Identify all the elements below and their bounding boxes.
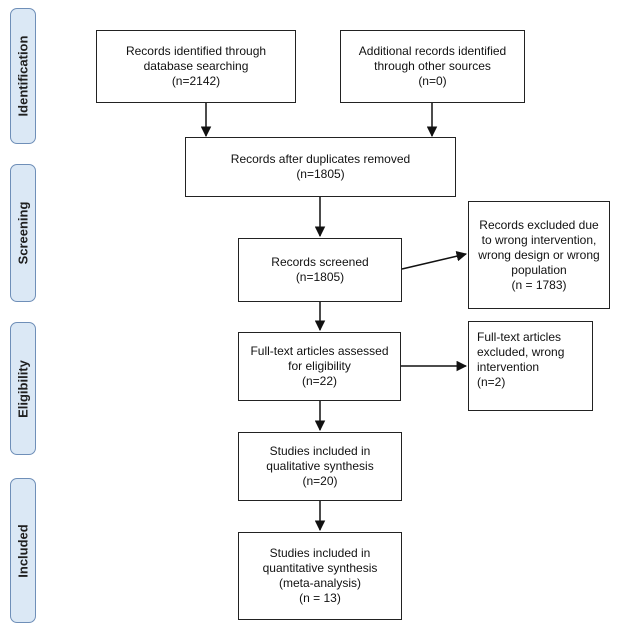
- box-fulltext-excluded: Full-text articles excluded, wrong inter…: [468, 321, 593, 411]
- box-text: Records identified through: [125, 44, 267, 58]
- box-text: database searching: [143, 59, 249, 73]
- box-text: Studies included in: [269, 444, 371, 458]
- box-text: (n=1805): [295, 270, 345, 284]
- box-text: (n=2): [477, 375, 506, 389]
- box-text: excluded, wrong: [477, 345, 565, 359]
- box-text: (n=22): [301, 374, 338, 388]
- box-text: through other sources: [374, 59, 491, 73]
- box-text: (n=2142): [171, 74, 221, 88]
- box-text: Studies included in: [269, 546, 371, 560]
- box-text: (n=20): [302, 474, 338, 488]
- box-text: to wrong intervention,: [481, 232, 597, 247]
- box-quantitative-synthesis: Studies included in quantitative synthes…: [238, 532, 402, 620]
- box-after-duplicates: Records after duplicates removed (n=1805…: [185, 137, 456, 197]
- box-text: for eligibility: [288, 359, 351, 373]
- box-text: Records after duplicates removed: [230, 152, 411, 166]
- box-text: qualitative synthesis: [266, 459, 374, 473]
- box-text: quantitative synthesis: [262, 561, 378, 575]
- box-text: Records screened: [271, 255, 369, 269]
- box-text: (n = 1783): [511, 277, 567, 292]
- box-text: wrong design or wrong: [478, 247, 600, 262]
- box-text: Full-text articles assessed: [250, 344, 389, 358]
- box-other-sources: Additional records identified through ot…: [340, 30, 525, 103]
- phase-identification: Identification: [10, 8, 36, 144]
- box-database-searching: Records identified through database sear…: [96, 30, 296, 103]
- box-text: (n = 13): [299, 591, 341, 605]
- box-text: Full-text articles: [477, 330, 562, 344]
- phase-screening: Screening: [10, 164, 36, 302]
- box-text: Additional records identified: [358, 44, 507, 58]
- box-records-excluded: Records excluded due to wrong interventi…: [468, 201, 610, 309]
- box-text: Records excluded due: [479, 217, 599, 232]
- box-text: (n=1805): [296, 167, 345, 181]
- box-text: intervention: [477, 360, 540, 374]
- box-records-screened: Records screened (n=1805): [238, 238, 402, 302]
- box-fulltext-assessed: Full-text articles assessed for eligibil…: [238, 332, 401, 401]
- box-text: population: [511, 262, 567, 277]
- phase-eligibility: Eligibility: [10, 322, 36, 455]
- phase-included: Included: [10, 478, 36, 623]
- box-text: (n=0): [418, 74, 447, 88]
- box-text: (meta-analysis): [278, 576, 362, 590]
- box-qualitative-synthesis: Studies included in qualitative synthesi…: [238, 432, 402, 501]
- arrow-screened-to-excluded: [401, 251, 468, 270]
